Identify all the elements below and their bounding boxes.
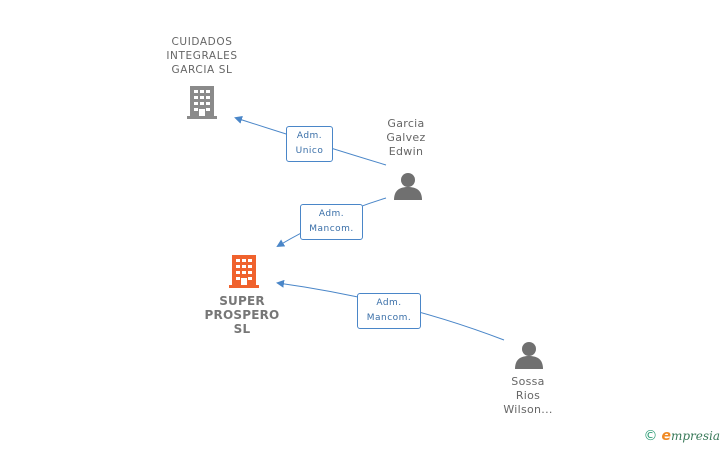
- label-line: GARCIA SL: [171, 64, 233, 76]
- relation-line: Mancom.: [309, 224, 354, 234]
- relation-line: Adm.: [318, 209, 345, 219]
- building-icon-highlighted[interactable]: [229, 255, 259, 288]
- relation-label-adm-mancom[interactable]: Adm. Mancom.: [357, 293, 421, 329]
- empresia-watermark: © empresia: [643, 428, 720, 444]
- label-line: Sossa: [511, 375, 545, 388]
- person-icon[interactable]: [394, 173, 422, 200]
- relation-label-adm-unico[interactable]: Adm. Unico: [286, 126, 333, 162]
- label-line: SUPER: [219, 294, 265, 308]
- label-line: Wilson...: [503, 403, 553, 416]
- label-line: CUIDADOS: [171, 36, 233, 48]
- relation-label-adm-mancom[interactable]: Adm. Mancom.: [300, 204, 363, 240]
- brand-initial: e: [661, 428, 671, 444]
- brand-logo: empresia: [661, 428, 720, 444]
- person-label-garcia[interactable]: Garcia Galvez Edwin: [366, 117, 446, 159]
- person-icon[interactable]: [515, 342, 543, 369]
- label-line: Garcia: [387, 117, 425, 130]
- relation-line: Adm.: [296, 131, 323, 141]
- relation-line: Adm.: [376, 298, 402, 308]
- label-line: Edwin: [388, 145, 424, 158]
- relation-line: Mancom.: [366, 313, 412, 323]
- label-line: SL: [233, 322, 251, 336]
- company-label-super-prospero[interactable]: SUPER PROSPERO SL: [196, 294, 288, 336]
- building-icon[interactable]: [187, 86, 217, 119]
- label-line: PROSPERO: [204, 308, 280, 322]
- person-label-sossa[interactable]: Sossa Rios Wilson...: [488, 375, 568, 417]
- brand-name: mpresia: [670, 429, 720, 443]
- copyright-symbol: ©: [643, 428, 658, 444]
- relation-line: Unico: [295, 146, 324, 156]
- company-label-cuidados[interactable]: CUIDADOS INTEGRALES GARCIA SL: [150, 35, 254, 77]
- label-line: INTEGRALES: [166, 50, 238, 62]
- label-line: Galvez: [386, 131, 426, 144]
- label-line: Rios: [515, 389, 541, 402]
